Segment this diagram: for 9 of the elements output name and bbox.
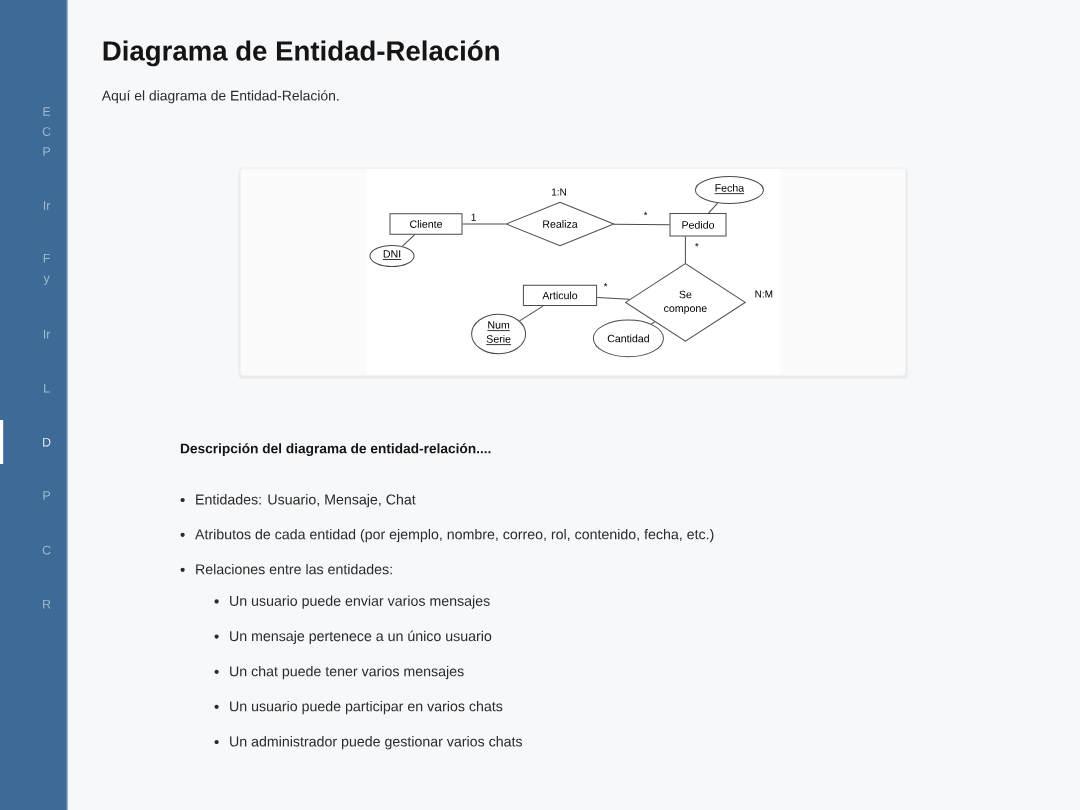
page-title: Diagrama de Entidad-Relación [103, 40, 499, 67]
connector-line [462, 223, 506, 225]
connector-line [596, 297, 631, 300]
connector-line [684, 236, 686, 264]
connector-line [650, 321, 656, 325]
connector-line [519, 305, 544, 322]
connector-line [401, 234, 416, 247]
connector-line [708, 202, 719, 214]
connector-line [613, 223, 670, 226]
